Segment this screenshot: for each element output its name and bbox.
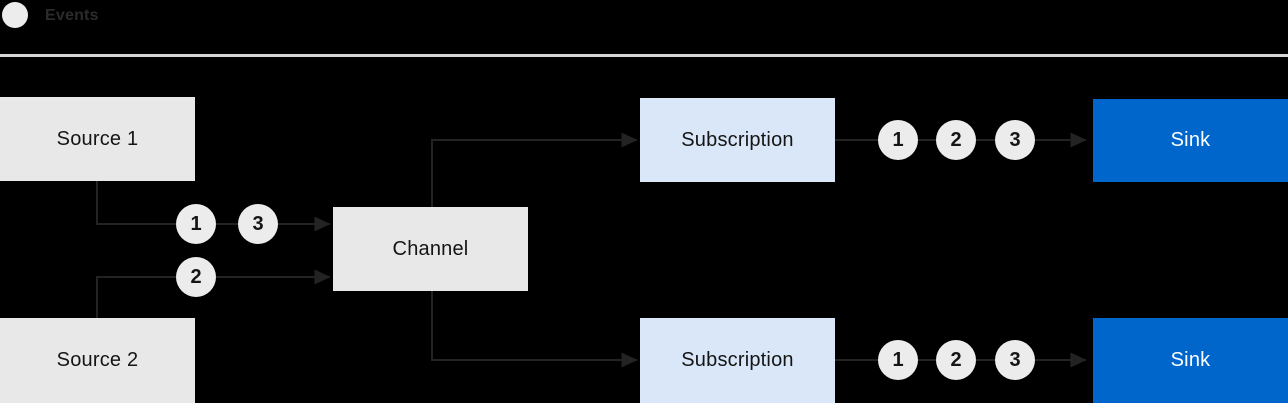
channel-node: Channel (333, 207, 528, 291)
edge-channel-to-subscription-bottom (431, 291, 638, 368)
source-2-node: Source 2 (0, 318, 195, 403)
edge-channel-to-subscription-top (431, 132, 638, 207)
source-1-node: Source 1 (0, 97, 195, 181)
event-marker-subtop-1: 1 (878, 120, 918, 160)
event-marker-subtop-2: 2 (936, 120, 976, 160)
sink-top-node: Sink (1093, 99, 1288, 182)
header-divider (0, 54, 1288, 57)
event-marker-source1-3: 3 (238, 204, 278, 244)
event-marker-source2-2: 2 (176, 257, 216, 297)
event-marker-subbottom-3: 3 (995, 340, 1035, 380)
subscription-bottom-node: Subscription (640, 318, 835, 403)
subscription-top-node: Subscription (640, 98, 835, 182)
event-marker-subtop-3: 3 (995, 120, 1035, 160)
events-legend-label: Events (45, 7, 99, 24)
events-legend-icon (2, 2, 28, 28)
event-marker-subbottom-2: 2 (936, 340, 976, 380)
sink-bottom-node: Sink (1093, 318, 1288, 403)
edge-source2-to-channel (96, 269, 331, 318)
event-marker-subbottom-1: 1 (878, 340, 918, 380)
event-marker-source1-1: 1 (176, 204, 216, 244)
